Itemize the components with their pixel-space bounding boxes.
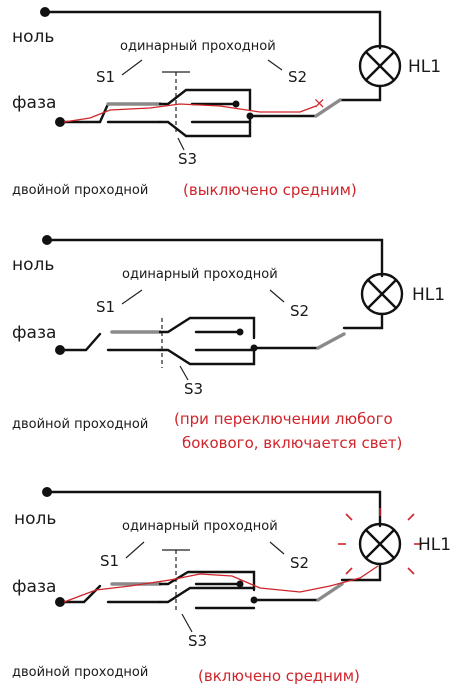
- panel-3: ноль HL1 одинарный проходной S1 S2 фаза: [12, 487, 451, 685]
- current-path: [63, 565, 379, 603]
- s2-blade: [316, 332, 346, 350]
- phase-label: фаза: [12, 93, 56, 113]
- single-switch-caption: одинарный проходной: [120, 39, 276, 54]
- neutral-label: ноль: [12, 255, 54, 275]
- s2-leader: [267, 59, 283, 71]
- s3-switch: [158, 316, 258, 368]
- s2-leader: [269, 541, 285, 555]
- s1-pivot: [58, 102, 110, 124]
- single-switch-caption: одинарный проходной: [122, 267, 278, 282]
- s3-leader: [181, 613, 193, 633]
- double-switch-caption: двойной проходной: [12, 417, 148, 432]
- s1-pivot: [58, 584, 102, 604]
- s3-leader: [177, 137, 185, 151]
- s1-leader: [121, 289, 143, 305]
- lamp-return-wire: [338, 84, 382, 102]
- note-line-2: бокового, включается свет): [182, 434, 402, 452]
- s2-leader: [269, 289, 285, 303]
- phase-label: фаза: [12, 577, 56, 597]
- lamp-hl1: [358, 44, 402, 88]
- neutral-label: ноль: [12, 27, 54, 47]
- note-line-1: (включено средним): [198, 667, 360, 685]
- double-switch-caption: двойной проходной: [12, 665, 148, 680]
- s1-leader: [121, 59, 143, 76]
- note-line-1: (при переключении любого: [174, 410, 393, 428]
- s3-label: S3: [188, 632, 207, 650]
- s1-label: S1: [100, 552, 119, 570]
- s1-leader: [125, 541, 145, 559]
- neutral-label: ноль: [14, 509, 56, 529]
- lamp-label: HL1: [408, 57, 441, 77]
- single-switch-caption: одинарный проходной: [122, 519, 278, 534]
- lamp-return-wire: [342, 312, 384, 330]
- s3-label: S3: [184, 380, 203, 398]
- s1-pivot: [58, 332, 102, 352]
- s2-label: S2: [290, 554, 309, 572]
- note-line-1: (выключено средним): [183, 181, 357, 199]
- break-mark: ×: [313, 94, 326, 112]
- s1-label: S1: [96, 298, 115, 316]
- double-switch-caption: двойной проходной: [12, 183, 148, 198]
- s2-label: S2: [288, 68, 307, 86]
- s2-label: S2: [290, 302, 309, 320]
- panel-1: ноль HL1 одинарный проходной S1 S2 фаза: [12, 7, 441, 199]
- s1-label: S1: [96, 68, 115, 86]
- s3-leader: [179, 365, 189, 381]
- neutral-wire: [45, 238, 384, 278]
- s3-label: S3: [178, 150, 197, 168]
- s3-switch: [158, 71, 254, 138]
- s2-blade: [316, 582, 344, 602]
- phase-label: фаза: [12, 323, 56, 343]
- neutral-wire: [43, 10, 382, 50]
- lamp-label: HL1: [412, 285, 445, 305]
- lamp-hl1: [360, 272, 404, 316]
- s2-blade: [314, 98, 342, 118]
- s3-switch: [158, 549, 258, 612]
- lamp-hl1-lit: [338, 508, 422, 575]
- current-path: [63, 103, 317, 123]
- lamp-label: HL1: [418, 535, 451, 555]
- panel-2: ноль HL1 одинарный проходной S1 S2 фаза: [12, 235, 445, 452]
